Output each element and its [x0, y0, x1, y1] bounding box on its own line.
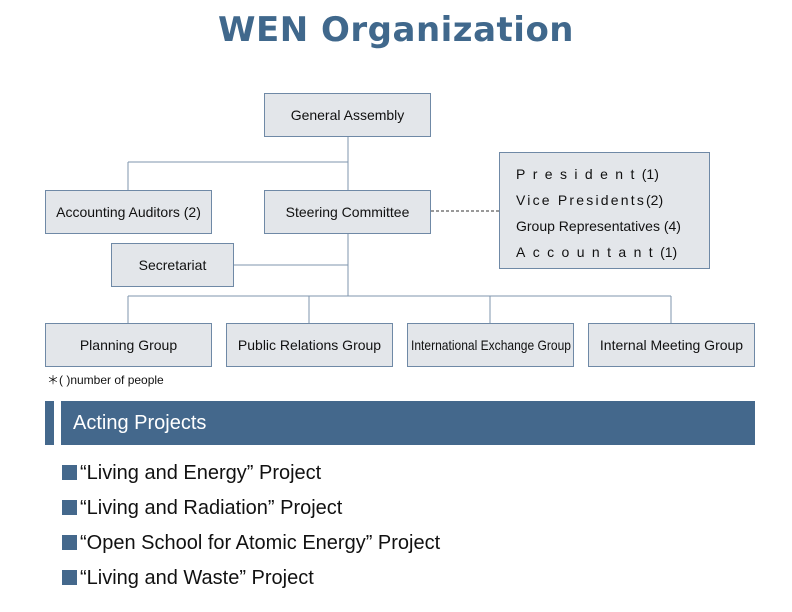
officer-row-accountant: Accountant(1) — [516, 239, 709, 265]
project-label: “Living and Radiation” Project — [80, 496, 343, 519]
officer-row-group-representatives: Group Representatives (4) — [516, 213, 709, 239]
project-label: “Living and Energy” Project — [80, 461, 322, 484]
list-item: “Living and Waste” Project — [62, 560, 440, 595]
steering-committee-box: Steering Committee — [264, 190, 431, 234]
project-list: “Living and Energy” Project “Living and … — [62, 455, 440, 595]
international-exchange-group-box: International Exchange Group — [407, 323, 574, 367]
planning-group-box: Planning Group — [45, 323, 212, 367]
steering-committee-label: Steering Committee — [285, 204, 410, 220]
officers-box: President(1) Vice Presidents(2) Group Re… — [499, 152, 710, 269]
list-item: “Open School for Atomic Energy” Project — [62, 525, 440, 560]
list-item: “Living and Energy” Project — [62, 455, 440, 490]
project-label: “Open School for Atomic Energy” Project — [80, 531, 441, 554]
officer-role: Group Representatives — [516, 218, 660, 234]
square-bullet-icon — [62, 535, 77, 550]
page-title: WEN Organization — [217, 10, 575, 50]
acting-projects-heading: Acting Projects — [61, 401, 755, 445]
officer-role: Vice Presidents — [516, 192, 647, 208]
officer-count: (1) — [660, 244, 678, 260]
square-bullet-icon — [62, 465, 77, 480]
international-exchange-group-label: International Exchange Group — [410, 337, 571, 353]
officer-role: Accountant — [516, 244, 661, 260]
square-bullet-icon — [62, 570, 77, 585]
banner-accent-bar — [45, 401, 54, 445]
acting-projects-banner: Acting Projects — [45, 401, 755, 445]
accounting-auditors-label: Accounting Auditors (2) — [56, 204, 201, 220]
list-item: “Living and Radiation” Project — [62, 490, 440, 525]
officer-count: (1) — [641, 166, 659, 182]
officer-count: (4) — [663, 218, 681, 234]
people-count-note: ＊( )number of people — [47, 373, 164, 387]
project-label: “Living and Waste” Project — [80, 566, 314, 589]
accounting-auditors-box: Accounting Auditors (2) — [45, 190, 212, 234]
general-assembly-label: General Assembly — [290, 107, 405, 123]
internal-meeting-group-box: Internal Meeting Group — [588, 323, 755, 367]
public-relations-group-label: Public Relations Group — [237, 337, 382, 353]
officer-row-vice-presidents: Vice Presidents(2) — [516, 187, 709, 213]
officer-role: President — [516, 166, 642, 182]
officer-count: (2) — [646, 192, 664, 208]
officer-row-president: President(1) — [516, 161, 709, 187]
internal-meeting-group-label: Internal Meeting Group — [599, 337, 744, 353]
square-bullet-icon — [62, 500, 77, 515]
secretariat-box: Secretariat — [111, 243, 234, 287]
planning-group-label: Planning Group — [79, 337, 178, 353]
general-assembly-box: General Assembly — [264, 93, 431, 137]
secretariat-label: Secretariat — [138, 257, 207, 273]
public-relations-group-box: Public Relations Group — [226, 323, 393, 367]
